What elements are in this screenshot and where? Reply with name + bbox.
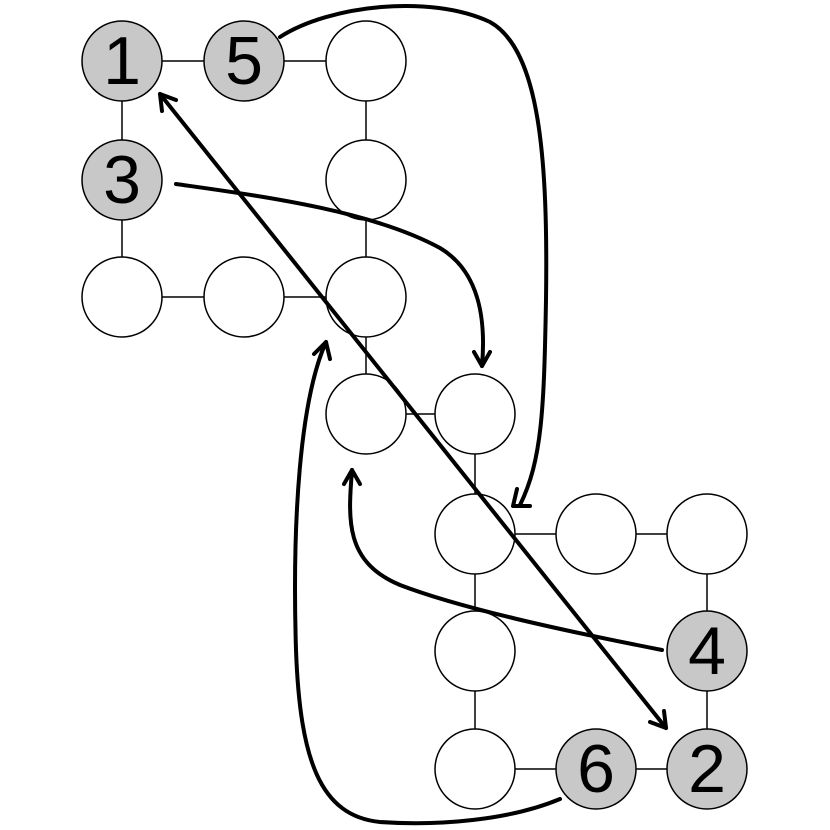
node-empty <box>666 493 748 575</box>
node-circle <box>203 256 285 338</box>
node-5: 5 <box>203 20 285 102</box>
node-circle <box>325 20 407 102</box>
node-empty <box>434 493 516 575</box>
node-empty <box>325 139 407 221</box>
arrowhead <box>472 350 492 368</box>
node-circle <box>666 728 748 810</box>
node-1: 1 <box>81 20 163 102</box>
node-circle <box>81 139 163 221</box>
arrowhead <box>511 487 532 508</box>
node-circle <box>666 493 748 575</box>
arrow-4-curve <box>348 468 664 652</box>
node-label: 3 <box>103 142 141 218</box>
arrows <box>158 4 668 826</box>
node-circle <box>434 610 516 692</box>
node-circle <box>555 493 637 575</box>
node-circle <box>555 728 637 810</box>
arrowhead <box>342 468 362 486</box>
arrow-5-loop <box>278 4 549 507</box>
node-label: 5 <box>225 23 263 99</box>
node-circle <box>81 20 163 102</box>
arrowhead-end <box>648 709 668 730</box>
arrow-1-to-2 <box>158 92 668 730</box>
node-circle <box>81 256 163 338</box>
node-circle <box>666 610 748 692</box>
arrowhead <box>312 340 332 361</box>
node-empty <box>434 373 516 455</box>
node-label: 4 <box>688 613 726 689</box>
node-label: 1 <box>103 23 141 99</box>
node-2: 2 <box>666 728 748 810</box>
node-empty <box>555 493 637 575</box>
node-3: 3 <box>81 139 163 221</box>
node-empty <box>81 256 163 338</box>
node-6: 6 <box>555 728 637 810</box>
node-4: 4 <box>666 610 748 692</box>
node-label: 6 <box>577 731 615 807</box>
node-circle <box>434 728 516 810</box>
arrow-3-curve <box>174 182 486 368</box>
node-circle <box>325 139 407 221</box>
node-empty <box>325 256 407 338</box>
node-empty <box>434 728 516 810</box>
node-label: 2 <box>688 731 726 807</box>
arrow-6-loop <box>293 340 562 826</box>
node-empty <box>325 373 407 455</box>
node-circle <box>434 373 516 455</box>
arrowhead-start <box>158 92 178 113</box>
node-circle <box>434 493 516 575</box>
node-empty <box>434 610 516 692</box>
nodes: 1 5 3 <box>81 20 748 810</box>
node-circle <box>325 256 407 338</box>
node-empty <box>203 256 285 338</box>
node-circle <box>203 20 285 102</box>
node-circle <box>325 373 407 455</box>
node-empty <box>325 20 407 102</box>
